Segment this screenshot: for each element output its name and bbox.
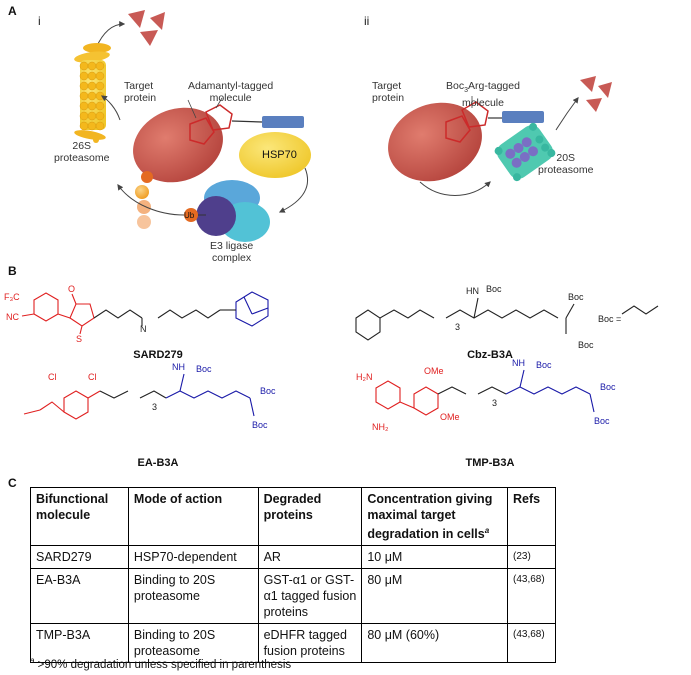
arrow-e3-to-target bbox=[117, 184, 185, 216]
atom-sub3-ea: 3 bbox=[152, 402, 157, 412]
label-26s-proteasome: 26S proteasome bbox=[54, 140, 110, 164]
cell-refs: (23) bbox=[507, 545, 556, 570]
table-row: SARD279 HSP70-dependent AR 10 μM (23) bbox=[30, 545, 556, 570]
tmp-b3a-structure bbox=[375, 369, 595, 416]
cbz-b3a-structure bbox=[355, 297, 659, 341]
target-protein-i bbox=[133, 107, 223, 183]
atom-sub3-cbz: 3 bbox=[455, 322, 460, 332]
cell-mode: HSP70-dependent bbox=[127, 545, 259, 570]
panel-b-structures: F₃C NC O S N HN Boc Boc Boc 3 Boc = bbox=[4, 284, 659, 432]
label-boc3arg-tagged: Boc3Arg-tagged molecule bbox=[446, 80, 520, 110]
target-protein-ii bbox=[388, 102, 482, 182]
atom-s-sard: S bbox=[76, 334, 82, 344]
panel-letter-a: A bbox=[8, 4, 17, 18]
label-target-protein-i: Target protein bbox=[124, 80, 157, 104]
cell-proteins: GST-α1 or GST-α1 tagged fusion proteins bbox=[257, 568, 363, 625]
compound-name-sard279: SARD279 bbox=[133, 349, 183, 361]
sard279-structure bbox=[21, 291, 269, 335]
boc-definition: Boc = bbox=[598, 314, 621, 324]
panel-a-diagram bbox=[74, 10, 612, 242]
atom-boc-tmp-2: Boc bbox=[600, 382, 616, 392]
summary-table: Bifunctional molecule Mode of action Deg… bbox=[30, 486, 556, 664]
table-row: TMP-B3A Binding to 20S proteasome eDHFR … bbox=[30, 623, 556, 664]
compound-name-tmp-b3a: TMP-B3A bbox=[465, 457, 515, 469]
cell-mode: Binding to 20S proteasome bbox=[127, 568, 259, 625]
cell-mode: Binding to 20S proteasome bbox=[127, 623, 259, 664]
atom-ome-2: OMe bbox=[440, 412, 460, 422]
header-refs: Refs bbox=[507, 486, 556, 547]
header-concentration: Concentration giving maximal target degr… bbox=[361, 486, 508, 547]
atom-boc-ea-1: Boc bbox=[196, 364, 212, 374]
label-e3-ligase: E3 ligase complex bbox=[210, 240, 254, 264]
panel-a-i-label: i bbox=[38, 14, 41, 28]
atom-nh2-tmp: NH₂ bbox=[372, 422, 389, 432]
cell-concentration: 80 μM bbox=[361, 568, 508, 625]
atom-cl-2: Cl bbox=[88, 372, 97, 382]
proteasome-20s bbox=[494, 122, 556, 182]
atom-boc-ea-2: Boc bbox=[260, 386, 276, 396]
cell-molecule: TMP-B3A bbox=[30, 623, 129, 664]
cell-refs: (43,68) bbox=[507, 623, 556, 664]
arrow-target-to-proteasome bbox=[101, 95, 121, 121]
atom-ome-1: OMe bbox=[424, 366, 444, 376]
atom-sub3-tmp: 3 bbox=[492, 398, 497, 408]
atom-nh-ea: NH bbox=[172, 362, 185, 372]
atom-cf3: F₃C bbox=[4, 292, 20, 302]
table-row: EA-B3A Binding to 20S proteasome GST-α1 … bbox=[30, 568, 556, 625]
atom-boc-tmp-3: Boc bbox=[594, 416, 610, 426]
atom-h2n-tmp: H₂N bbox=[356, 372, 373, 382]
ea-b3a-structure bbox=[23, 373, 255, 420]
atom-boc-ea-3: Boc bbox=[252, 420, 268, 430]
header-bifunctional-molecule: Bifunctional molecule bbox=[30, 486, 129, 547]
adamantyl-tag bbox=[262, 116, 304, 128]
panel-letter-b: B bbox=[8, 264, 17, 278]
ligand-i bbox=[189, 104, 263, 145]
label-target-protein-ii: Target protein bbox=[372, 80, 405, 104]
header-degraded-proteins: Degraded proteins bbox=[257, 486, 363, 547]
table-footnote: a >90% degradation unless specified in p… bbox=[30, 656, 292, 671]
ubiquitin-chain bbox=[135, 171, 153, 229]
panel-letter-c: C bbox=[8, 476, 17, 490]
panel-a-ii-label: ii bbox=[364, 14, 370, 28]
cell-molecule: EA-B3A bbox=[30, 568, 129, 625]
ligand-ii bbox=[445, 101, 502, 143]
atom-nh-sard: N bbox=[140, 324, 147, 334]
degraded-fragments-i bbox=[128, 10, 165, 46]
atom-cl-1: Cl bbox=[48, 372, 57, 382]
hsp70 bbox=[239, 132, 311, 178]
atom-boc-cbz-1: Boc bbox=[486, 284, 502, 294]
label-ub: Ub bbox=[184, 211, 195, 220]
degraded-fragments-ii bbox=[580, 76, 612, 112]
e3-ligase-complex bbox=[196, 180, 270, 242]
label-20s-proteasome: 20S proteasome bbox=[538, 152, 594, 176]
label-hsp70: HSP70 bbox=[262, 149, 297, 161]
cell-concentration: 10 μM bbox=[361, 545, 508, 570]
boc3arg-tag bbox=[502, 111, 544, 123]
proteasome-26s bbox=[74, 43, 111, 143]
cell-molecule: SARD279 bbox=[30, 545, 129, 570]
header-mode-of-action: Mode of action bbox=[127, 486, 259, 547]
cell-proteins: eDHFR tagged fusion proteins bbox=[257, 623, 363, 664]
label-adamantyl-tagged: Adamantyl-tagged molecule bbox=[188, 80, 274, 104]
atom-boc-cbz-3: Boc bbox=[578, 340, 594, 350]
cell-proteins: AR bbox=[257, 545, 363, 570]
atom-boc-tmp-1: Boc bbox=[536, 360, 552, 370]
cell-concentration: 80 μM (60%) bbox=[361, 623, 508, 664]
cell-refs: (43,68) bbox=[507, 568, 556, 625]
arrow-hsp70-to-e3 bbox=[278, 167, 309, 213]
atom-nc: NC bbox=[6, 312, 19, 322]
atom-nh-tmp: NH bbox=[512, 358, 525, 368]
atom-boc-cbz-2: Boc bbox=[568, 292, 584, 302]
arrow-target-to-20s bbox=[419, 181, 491, 196]
arrow-to-fragments-ii bbox=[555, 97, 579, 131]
compound-name-cbz-b3a: Cbz-B3A bbox=[467, 349, 513, 361]
compound-name-ea-b3a: EA-B3A bbox=[137, 457, 179, 469]
ub-bead bbox=[184, 208, 198, 222]
atom-hn-cbz: HN bbox=[466, 286, 479, 296]
atom-o-sard: O bbox=[68, 284, 75, 294]
table-header-row: Bifunctional molecule Mode of action Deg… bbox=[30, 486, 556, 547]
